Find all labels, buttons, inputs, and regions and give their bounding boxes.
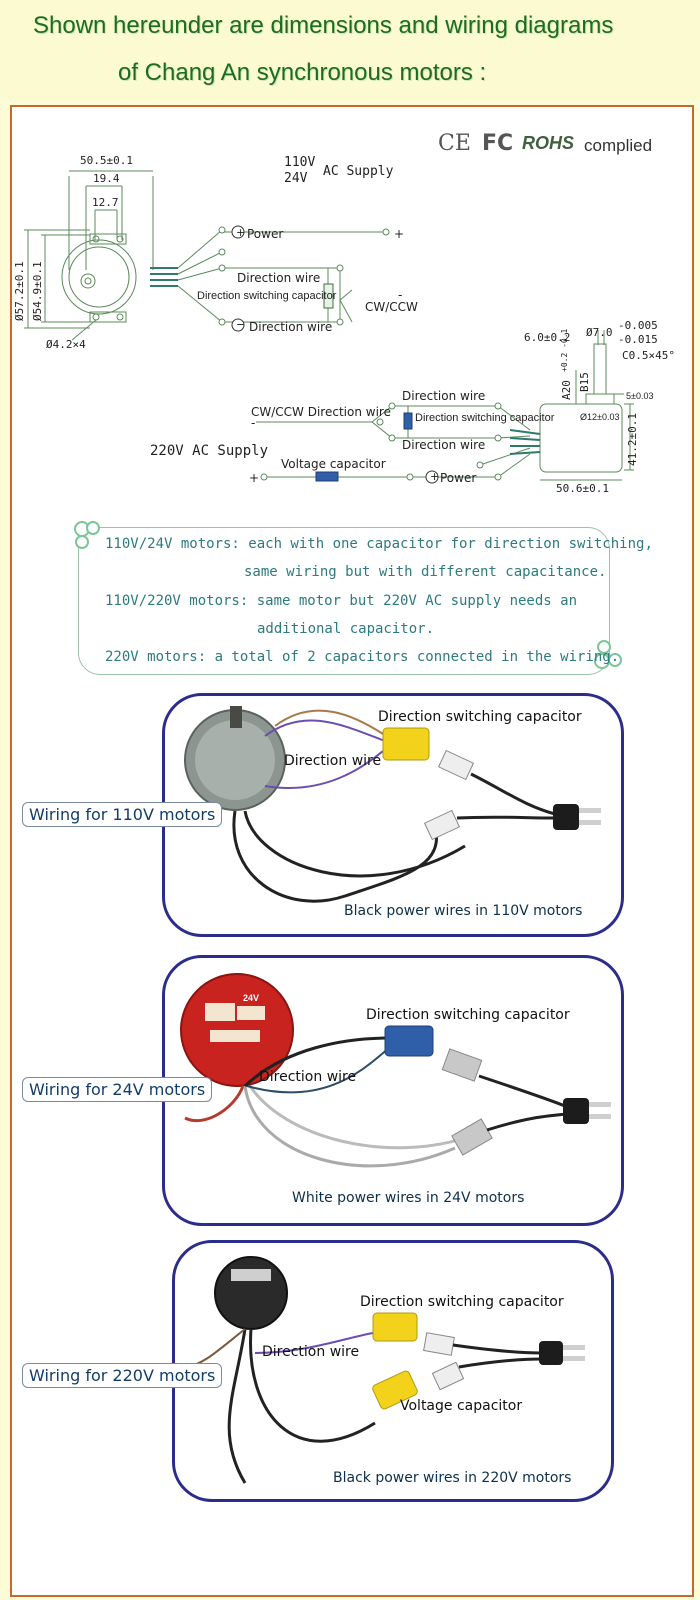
page-header: Shown hereunder are dimensions and wirin… [0,0,700,100]
dim-7: Ø7.0 [586,326,613,339]
tag-220v: Wiring for 220V motors [22,1363,223,1388]
photo-110v-illustration [184,706,601,903]
voltage-capacitor-diagram-label: Voltage capacitor [281,457,386,471]
supply-24v: 24V [284,171,308,186]
supply-110v: 110V [284,155,316,170]
chamfer-label: C0.5×45° [622,349,675,362]
tag-110v: Wiring for 110V motors [22,802,223,827]
direction-wire-top-label: Direction wire [237,271,321,285]
cw-ccw-minus: - [398,288,403,302]
switching-capacitor-220-label: Direction switching capacitor [415,412,555,424]
switching-capacitor-220v-icon [372,1312,418,1342]
notes-box [78,527,610,675]
note-line-2: same wiring but with different capacitan… [244,564,607,580]
capacitor-symbol-220-icon [403,412,413,430]
photo-220v-voltage-cap-label: Voltage capacitor [400,1398,523,1414]
dim-width: 50.5±0.1 [80,154,133,167]
motor-220v-icon [214,1256,288,1330]
plug-24v-icon [563,1098,589,1124]
switching-capacitor-110v-icon [382,727,430,761]
note-line-3: 110V/220V motors: same motor but 220V AC… [105,593,578,609]
photo-110v-direction-wire-label: Direction wire [284,753,382,769]
dim-41: 41.2±0.1 [626,413,639,466]
photo-24v-illustration [180,973,611,1168]
photo-24v-caption: White power wires in 24V motors [292,1190,525,1206]
switching-capacitor-24v-icon [384,1025,434,1057]
photo-24v-wiring: 24V [162,955,624,1226]
photo-24v-switch-cap-label: Direction switching capacitor [366,1007,570,1023]
note-line-5: 220V motors: a total of 2 capacitors con… [105,649,620,665]
ce-mark-icon: CE [438,131,471,156]
supply-label: AC Supply [323,164,394,179]
photo-110v-switch-cap-label: Direction switching capacitor [378,709,582,725]
power-220-label: Power [440,471,477,485]
photo-220v-caption: Black power wires in 220V motors [333,1470,572,1486]
tag-24v: Wiring for 24V motors [22,1077,213,1102]
motor-side-outline [539,403,623,473]
dim-5: 5±0.03 [626,391,654,401]
minus-circle-icon: − [236,318,246,331]
dim-b15: B15 [578,372,591,392]
photo-220v-direction-wire-label: Direction wire [262,1344,360,1360]
dim-a20: A20 [560,380,573,400]
rohs-complied-label: complied [584,136,653,155]
dim-7-tol-1: -0.005 [618,319,658,332]
dim-12: 12.7 [92,196,119,209]
photo-110v-wiring [162,693,624,937]
power-label: Power [247,227,284,241]
dim-50: 50.6±0.1 [556,482,609,495]
note-line-1: 110V/24V motors: each with one capacitor… [105,536,653,552]
plug-110v-icon [553,804,579,830]
dim-19: 19.4 [93,172,120,185]
dim-7-tol-2: -0.015 [618,333,658,346]
wiring-diagram-220v [256,330,634,484]
direction-wire-220-bottom-label: Direction wire [402,438,486,452]
voltage-capacitor-symbol-icon [315,471,339,482]
power-plus-220: + [249,471,260,485]
dim-a20-tol: +0.2 -0.1 [560,328,569,372]
photo-220v-illustration [184,1256,585,1484]
power-plus-sign: + [394,227,405,241]
bubble-decoration-icon [74,521,100,549]
dim-hole: Ø4.2×4 [46,338,86,351]
plus-circle-220-icon: + [430,470,440,483]
photo-24v-direction-wire-label: Direction wire [259,1069,357,1085]
switching-capacitor-label: Direction switching capacitor [197,290,337,302]
cw-ccw-direction-wire-label: CW/CCW Direction wire [251,405,391,419]
plug-220v-icon [539,1341,563,1365]
cw-ccw-minus-220: - [251,416,256,430]
rohs-mark: ROHS [522,133,575,153]
motor-24v-label: 24V [243,993,260,1003]
bubble-decoration-2-icon [594,640,622,669]
dim-12: Ø12±0.03 [580,412,620,422]
note-line-4: additional capacitor. [257,621,435,637]
photo-220v-switch-cap-label: Direction switching capacitor [360,1294,564,1310]
cw-ccw-label: CW/CCW [365,300,418,314]
plus-circle-icon: + [236,226,246,239]
direction-wire-bottom-label: Direction wire [249,320,333,334]
voltage-capacitor-220v-icon [372,1370,418,1410]
photo-110v-caption: Black power wires in 110V motors [344,903,583,919]
dim-6: 6.0±0.2 [524,331,571,344]
wiring-diagram-110v-24v [24,170,390,341]
fc-mark-icon: FC [482,131,514,156]
header-line-2: of Chang An synchronous motors : [118,59,487,86]
supply-220v-label: 220V AC Supply [150,443,269,459]
header-line-1: Shown hereunder are dimensions and wirin… [33,12,614,39]
photo-220v-wiring [172,1240,614,1502]
direction-wire-220-top-label: Direction wire [402,389,486,403]
capacitor-symbol-icon [323,283,334,309]
